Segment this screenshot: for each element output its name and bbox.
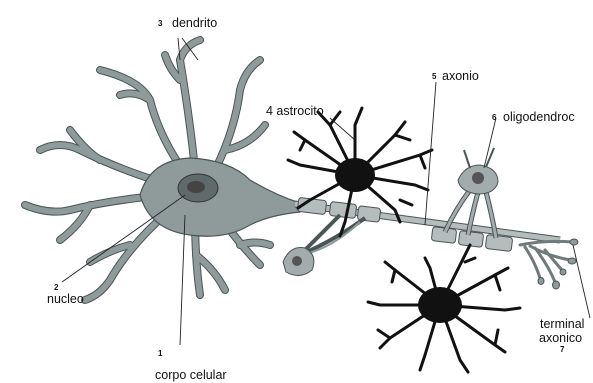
label-corpo-celular-number: 1 (158, 349, 163, 358)
label-corpo-celular-text: corpo celular (155, 368, 227, 382)
label-nucleo-number: 2 (54, 283, 59, 292)
label-oligodendroc-number: 6 (492, 113, 497, 122)
label-nucleo-text: nucleo (47, 292, 84, 306)
label-terminal-line1: terminal (540, 317, 584, 331)
label-dendrito-number: 3 (158, 19, 163, 28)
oligodendrocyte-left (283, 215, 365, 276)
nucleolus (187, 181, 205, 193)
label-terminal-axonico: terminal axonico 7 (539, 317, 584, 354)
label-axonio-text: axonio (442, 69, 479, 83)
label-astrocito-text: 4 astrocito (266, 104, 324, 118)
label-oligodendroc-text: oligodendroc (503, 110, 575, 124)
label-nucleo: 2 nucleo (47, 283, 84, 306)
label-astrocito: 4 astrocito (266, 104, 324, 118)
label-dendrito-text: dendrito (172, 16, 217, 30)
cell-body (140, 158, 300, 236)
label-corpo-celular: 1 corpo celular (155, 349, 227, 382)
label-axonio: 5 axonio (432, 69, 479, 83)
label-axonio-number: 5 (432, 72, 437, 81)
label-oligodendroc: 6 oligodendroc (492, 110, 575, 124)
label-dendrito: 3 dendrito (158, 16, 217, 30)
astrocyte-lower (368, 245, 520, 372)
label-terminal-line2: axonico (539, 331, 582, 345)
label-terminal-number: 7 (560, 345, 565, 354)
axon-terminals (520, 241, 572, 282)
